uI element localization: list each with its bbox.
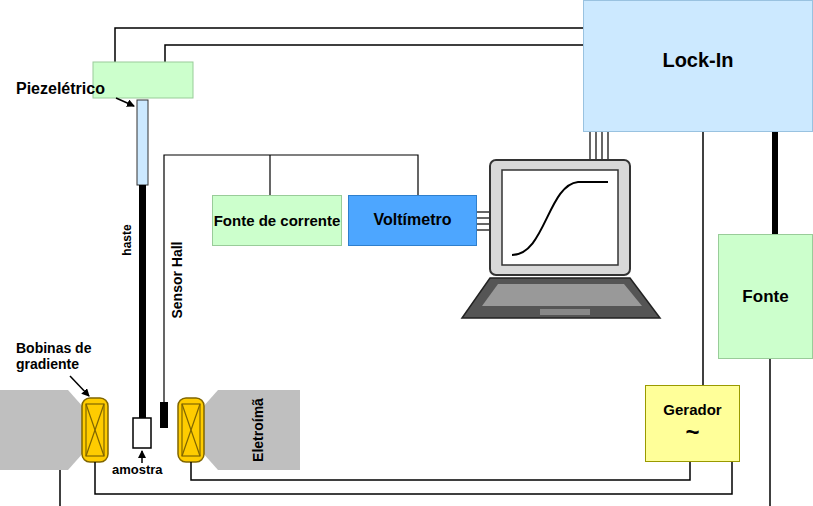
connector (702, 132, 704, 385)
gradient-coil (82, 398, 108, 462)
piezo-bar (137, 100, 148, 185)
wire (165, 45, 583, 62)
voltmeter-box: Voltímetro (348, 195, 477, 246)
hall-sensor (160, 402, 168, 428)
power-supply-box: Fonte (718, 234, 813, 359)
box-label: ~ (685, 418, 699, 446)
part-name: Bobinas de gradiente (16, 340, 128, 372)
wire (95, 462, 732, 494)
wire (191, 462, 690, 480)
leader-line (116, 98, 134, 106)
electromagnet-pole (202, 390, 300, 470)
source-box: Fonte de corrente (212, 195, 342, 246)
box-label: Gerador (663, 401, 721, 418)
rod (139, 185, 146, 418)
part-name: Eletroímã (250, 398, 266, 462)
box-label: Fonte (742, 287, 788, 307)
holder (93, 62, 193, 98)
wire (164, 155, 418, 402)
generator-box: Gerador~ (645, 385, 740, 462)
part-name: Piezelétrico (16, 80, 105, 98)
wire (269, 155, 270, 195)
box-label: Lock-In (662, 49, 733, 72)
part-name: amostra (112, 463, 163, 478)
box-label: Fonte de corrente (214, 212, 341, 229)
connector (772, 132, 778, 234)
box-label: Voltímetro (374, 211, 452, 229)
part-name: haste (121, 224, 135, 255)
gradient-coil (178, 398, 204, 462)
leader-line (141, 451, 143, 463)
electromagnet-pole (0, 390, 84, 470)
computer (462, 160, 660, 318)
lockin-box: Lock-In (583, 0, 813, 132)
leader-line (70, 376, 89, 396)
wire (115, 28, 583, 62)
part-name: Sensor Hall (169, 241, 185, 318)
sample (133, 418, 151, 448)
wire (59, 470, 61, 506)
wire (769, 359, 771, 506)
